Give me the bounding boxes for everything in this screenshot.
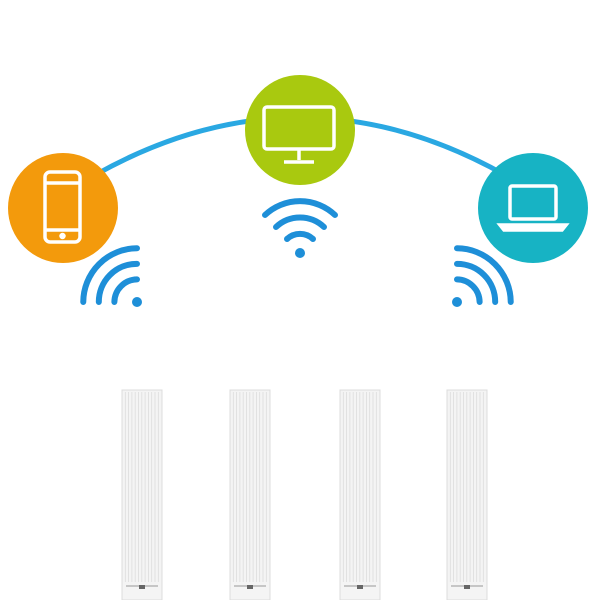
antenna [121, 389, 163, 600]
device-laptop [478, 153, 588, 263]
laptop-icon [496, 184, 570, 232]
wifi-icon-center [262, 198, 338, 258]
antenna [339, 389, 381, 600]
smartphone-icon [43, 170, 82, 244]
device-monitor [245, 75, 355, 185]
router-antennas [121, 389, 488, 600]
antenna [229, 389, 271, 600]
wifi-icon-right [452, 245, 514, 307]
device-phone [8, 153, 118, 263]
monitor-icon [262, 105, 336, 164]
antenna [446, 389, 488, 600]
wifi-icon-left [80, 245, 142, 307]
